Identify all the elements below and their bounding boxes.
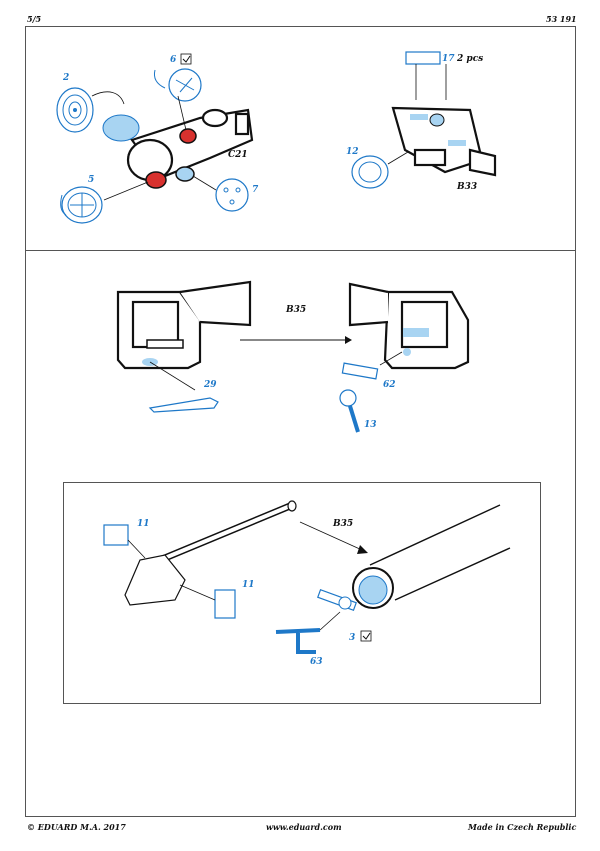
part-label: 7 bbox=[252, 185, 259, 195]
step-divider-1 bbox=[25, 250, 576, 251]
set-number: 53 191 bbox=[546, 14, 577, 24]
part-label: 63 bbox=[310, 657, 323, 667]
part-label: 17 bbox=[442, 54, 455, 64]
part-17-etch bbox=[405, 51, 441, 65]
page-number: 5/5 bbox=[27, 14, 42, 24]
kit-part-label: B33 bbox=[457, 182, 478, 192]
part-6-etch bbox=[154, 68, 202, 102]
lens-part bbox=[102, 114, 140, 142]
bend-icon bbox=[360, 630, 372, 642]
step2-assembly bbox=[351, 51, 497, 189]
kit-part-label: C21 bbox=[228, 150, 248, 160]
part-11-etch-a bbox=[103, 524, 129, 546]
step4-panel bbox=[63, 482, 541, 704]
quantity-label: 2 pcs bbox=[457, 54, 484, 64]
bend-icon bbox=[180, 53, 192, 65]
kit-part-label: B35 bbox=[286, 305, 307, 315]
part-label: 3 bbox=[349, 633, 356, 643]
kit-part-label: B35 bbox=[333, 519, 354, 529]
part-label: 11 bbox=[242, 580, 255, 590]
b33-bracket bbox=[391, 106, 497, 177]
part-13-etch bbox=[339, 389, 360, 433]
step4-assembly bbox=[103, 500, 511, 654]
part-29-etch bbox=[148, 397, 219, 413]
part-label: 12 bbox=[346, 147, 359, 157]
part-11-etch-b bbox=[214, 589, 236, 619]
part-label: 5 bbox=[88, 175, 95, 185]
part-label: 6 bbox=[170, 55, 177, 65]
part-63-etch bbox=[275, 628, 321, 654]
part-label: 29 bbox=[204, 380, 217, 390]
part-label: 13 bbox=[364, 420, 377, 430]
part-label: 2 bbox=[63, 73, 70, 83]
step1-assembly bbox=[56, 53, 254, 224]
website-text: www.eduard.com bbox=[266, 822, 342, 832]
part-5-etch bbox=[60, 186, 103, 224]
part-label: 11 bbox=[137, 519, 150, 529]
part-label: 62 bbox=[383, 380, 396, 390]
copyright-text: © EDUARD M.A. 2017 bbox=[27, 822, 126, 832]
page-frame bbox=[25, 26, 576, 817]
part-12-etch bbox=[351, 155, 389, 189]
origin-text: Made in Czech Republic bbox=[468, 822, 577, 832]
part-2-etch bbox=[56, 87, 94, 133]
part-7-etch bbox=[215, 178, 249, 212]
part-62-etch bbox=[341, 362, 379, 380]
step3-assembly bbox=[116, 280, 470, 433]
